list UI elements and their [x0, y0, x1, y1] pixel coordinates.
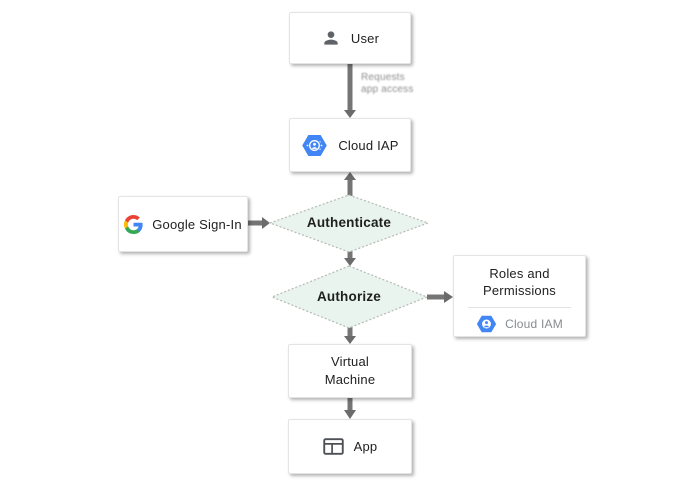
- authorize-label: Authorize: [316, 289, 382, 304]
- arrow-authenticate-to-authorize: [344, 251, 356, 266]
- user-node: User: [289, 12, 411, 64]
- arrow-authenticate-to-cloud-iap: [344, 172, 356, 197]
- arrow-vm-to-app: [344, 397, 356, 419]
- roles-title-line2: Permissions: [483, 283, 556, 298]
- divider: [468, 307, 571, 308]
- google-signin-label: Google Sign-In: [152, 216, 242, 232]
- authenticate-label: Authenticate: [306, 215, 392, 230]
- arrow-google-signin-to-authenticate: [247, 217, 270, 229]
- google-signin-node: Google Sign-In: [118, 196, 248, 252]
- app-window-icon: [322, 438, 344, 455]
- iam-hexagon-icon: [476, 315, 497, 333]
- request-arrow-label-line2: app access: [361, 84, 414, 95]
- vm-label-line2: Machine: [324, 372, 376, 387]
- cloud-iap-label: Cloud IAP: [338, 137, 399, 153]
- user-label: User: [350, 30, 380, 46]
- authenticate-diamond: [268, 194, 430, 253]
- vm-label-line1: Virtual: [330, 354, 369, 369]
- person-icon: [321, 28, 341, 48]
- request-arrow-label-line1: Requests: [361, 72, 405, 83]
- arrow-authorize-to-vm: [344, 327, 356, 344]
- app-node: App: [288, 419, 412, 474]
- request-arrow-label: Requests app access: [361, 72, 431, 96]
- virtual-machine-node: Virtual Machine: [288, 344, 412, 398]
- cloud-iap-node: Cloud IAP: [289, 118, 411, 172]
- iap-hexagon-icon: [301, 134, 328, 157]
- arrow-user-to-cloud-iap: [344, 63, 356, 118]
- google-g-icon: [124, 214, 143, 234]
- authorize-diamond: [270, 265, 429, 329]
- cloud-iam-label: Cloud IAM: [505, 317, 563, 331]
- arrow-authorize-to-roles: [427, 291, 453, 303]
- app-label: App: [353, 439, 378, 454]
- roles-permissions-node: Roles and Permissions Cloud IAM: [453, 255, 586, 337]
- roles-title-line1: Roles and: [489, 266, 550, 281]
